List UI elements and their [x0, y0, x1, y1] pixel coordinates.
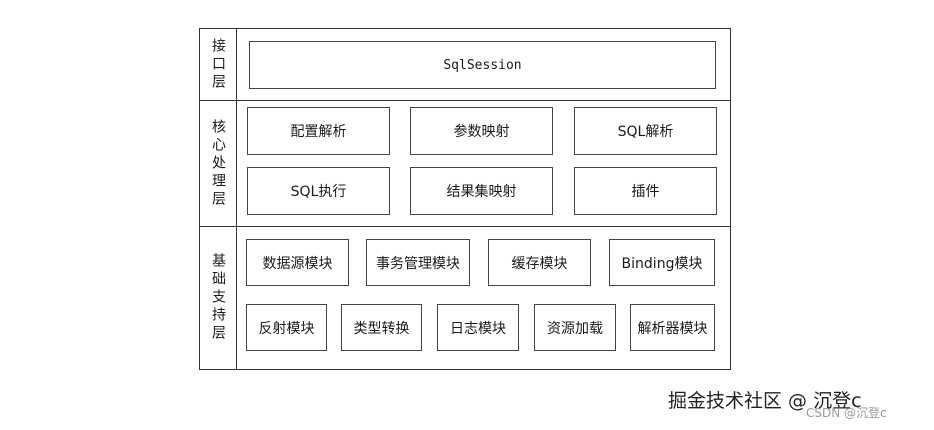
box-datasource: 数据源模块	[246, 239, 349, 286]
box-config-parse: 配置解析	[247, 107, 390, 155]
box-transaction: 事务管理模块	[366, 239, 470, 286]
box-param-mapping: 参数映射	[410, 107, 553, 155]
box-cache: 缓存模块	[488, 239, 591, 286]
base-layer: 基础支持层 数据源模块 事务管理模块 缓存模块 Binding模块 反射模块 类…	[200, 227, 730, 369]
box-sql-execute: SQL执行	[247, 167, 390, 215]
box-type-conversion: 类型转换	[341, 304, 422, 351]
architecture-diagram: 接口层 SqlSession 核心处理层 配置解析 参数映射 SQL解析 SQL…	[199, 28, 731, 370]
base-layer-label: 基础支持层	[200, 227, 237, 369]
interface-layer-label: 接口层	[200, 29, 237, 100]
box-binding: Binding模块	[609, 239, 715, 286]
interface-layer: 接口层 SqlSession	[200, 29, 730, 101]
box-logging: 日志模块	[437, 304, 519, 351]
box-parser: 解析器模块	[630, 304, 715, 351]
box-resultset-mapping: 结果集映射	[410, 167, 553, 215]
box-plugin: 插件	[574, 167, 717, 215]
box-reflection: 反射模块	[246, 304, 327, 351]
box-sql-parse: SQL解析	[574, 107, 717, 155]
watermark-text: 掘金技术社区 @ 沉登c	[668, 390, 862, 412]
box-sqlsession: SqlSession	[249, 41, 716, 89]
box-resource-loading: 资源加载	[534, 304, 616, 351]
core-layer-label: 核心处理层	[200, 101, 237, 226]
core-layer: 核心处理层 配置解析 参数映射 SQL解析 SQL执行 结果集映射 插件	[200, 101, 730, 227]
watermark-subtext: CSDN @沉登c	[806, 406, 887, 420]
